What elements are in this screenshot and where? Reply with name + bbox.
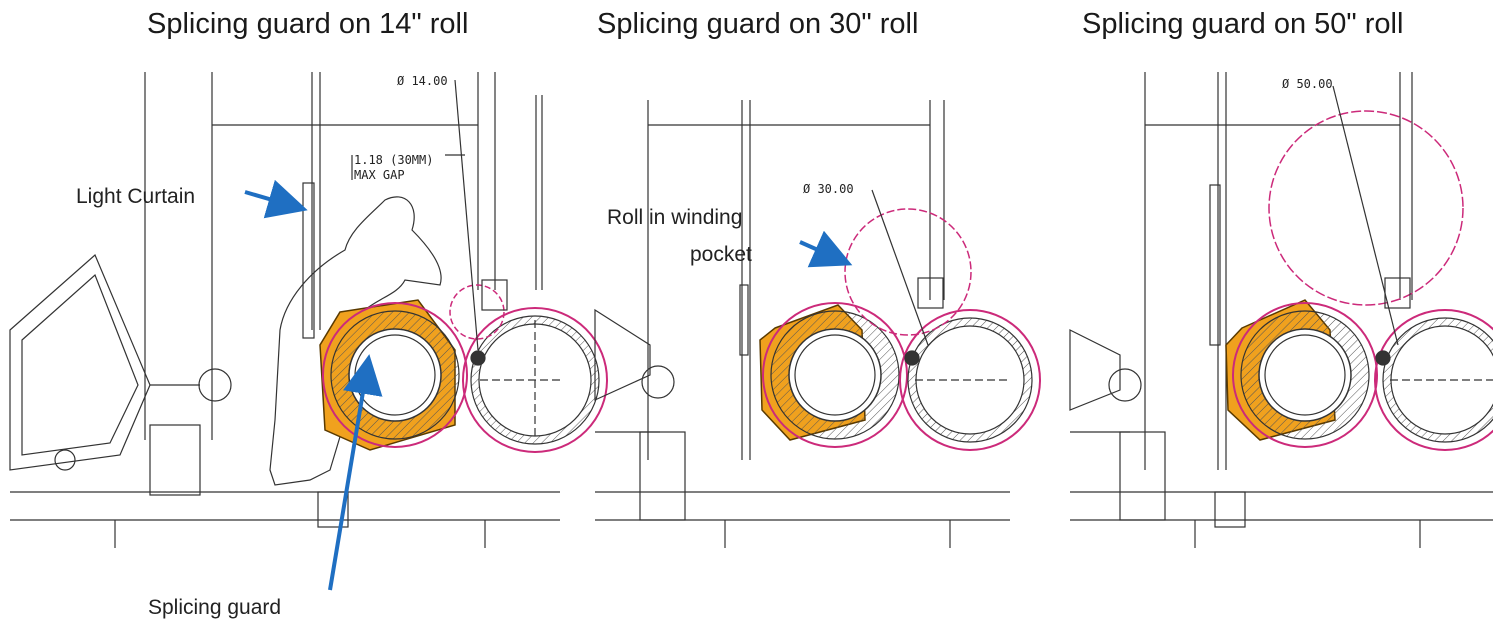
gap-label-1: 1.18 (30MM) [354,153,433,167]
splicing-guard-arrow [328,354,383,591]
light-curtain-arrow [244,179,308,219]
panel-30-drawing [594,100,1041,548]
roll-in-winding-label-line2: pocket [690,243,752,266]
panel-title-30: Splicing guard on 30" roll [597,8,919,40]
roll-in-winding-arrow [799,230,853,268]
dim-label-50: Ø 50.00 [1282,77,1333,91]
panel-title-14: Splicing guard on 14" roll [147,8,469,40]
panel-14-drawing [9,72,608,548]
dim-label-30: Ø 30.00 [803,182,854,196]
dim-label-14: Ø 14.00 [397,74,448,88]
panel-50-drawing [1069,72,1493,548]
light-curtain-label: Light Curtain [76,185,196,208]
splicing-guard-label: Splicing guard [148,596,282,619]
gap-label-2: MAX GAP [354,168,405,182]
panel-title-50: Splicing guard on 50" roll [1082,8,1404,40]
roll-in-winding-label-line1: Roll in winding [607,206,743,229]
